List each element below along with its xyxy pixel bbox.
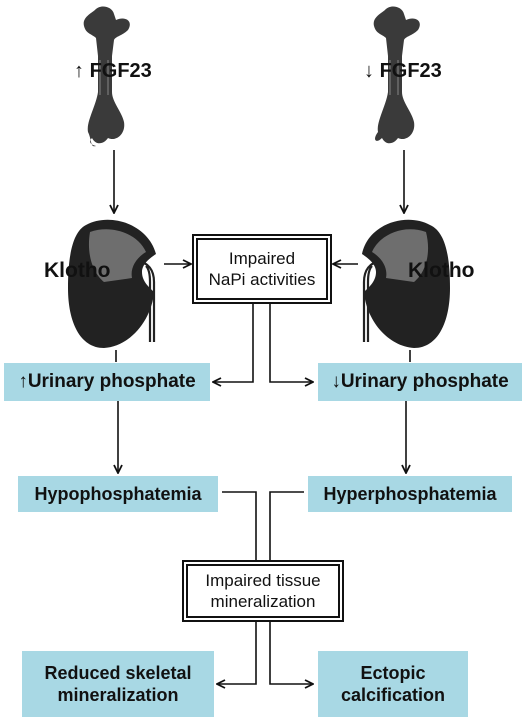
right-urinary-text: Urinary phosphate <box>340 371 509 393</box>
reduced-skeletal-mineralization-box: Reduced skeletal mineralization <box>22 651 214 717</box>
down-arrow-icon: ↓ <box>331 371 341 393</box>
tissue-line-2: mineralization <box>210 592 316 611</box>
left-urinary-phosphate-box: ↑ Urinary phosphate <box>4 363 210 401</box>
left-urinary-text: Urinary phosphate <box>27 371 196 393</box>
left-bone-icon <box>83 6 130 147</box>
ectopic-line-2: calcification <box>340 685 446 705</box>
right-fgf23-label: ↓ FGF23 <box>364 60 442 83</box>
right-fgf23-text: FGF23 <box>379 60 442 82</box>
reduced-line-2: mineralization <box>57 685 179 705</box>
napi-line-2: NaPi activities <box>208 270 316 289</box>
right-urinary-phosphate-box: ↓ Urinary phosphate <box>318 363 522 401</box>
napi-activities-box: Impaired NaPi activities <box>196 238 328 300</box>
arrow-napi-to-left-urinary <box>214 302 254 382</box>
arrow-tissue-to-ectopic <box>269 618 312 684</box>
hypophosphatemia-box: Hypophosphatemia <box>18 476 218 512</box>
napi-line-1: Impaired <box>228 248 296 268</box>
reduced-line-1: Reduced skeletal <box>44 662 192 683</box>
left-kidney-icon <box>68 219 156 348</box>
up-arrow-icon: ↑ <box>18 371 28 393</box>
up-arrow-icon: ↑ <box>74 60 84 82</box>
tissue-line-1: Impaired tissue <box>205 570 321 590</box>
right-klotho-label: Klotho <box>408 259 475 282</box>
line-hyper-to-tissue <box>269 491 304 562</box>
down-arrow-icon: ↓ <box>364 60 374 82</box>
hyperphosphatemia-box: Hyperphosphatemia <box>308 476 512 512</box>
ectopic-line-1: Ectopic <box>360 662 426 683</box>
right-kidney-icon <box>362 219 450 348</box>
tissue-mineralization-box: Impaired tissue mineralization <box>186 564 340 618</box>
right-bone-icon <box>373 6 420 144</box>
ectopic-calcification-box: Ectopic calcification <box>318 651 468 717</box>
line-hypo-to-tissue <box>222 491 257 562</box>
left-fgf23-text: FGF23 <box>89 60 152 82</box>
left-klotho-label: Klotho <box>44 259 111 282</box>
left-fgf23-label: ↑ FGF23 <box>74 60 152 83</box>
arrow-napi-to-right-urinary <box>269 302 312 382</box>
arrow-tissue-to-reduced <box>218 618 257 684</box>
